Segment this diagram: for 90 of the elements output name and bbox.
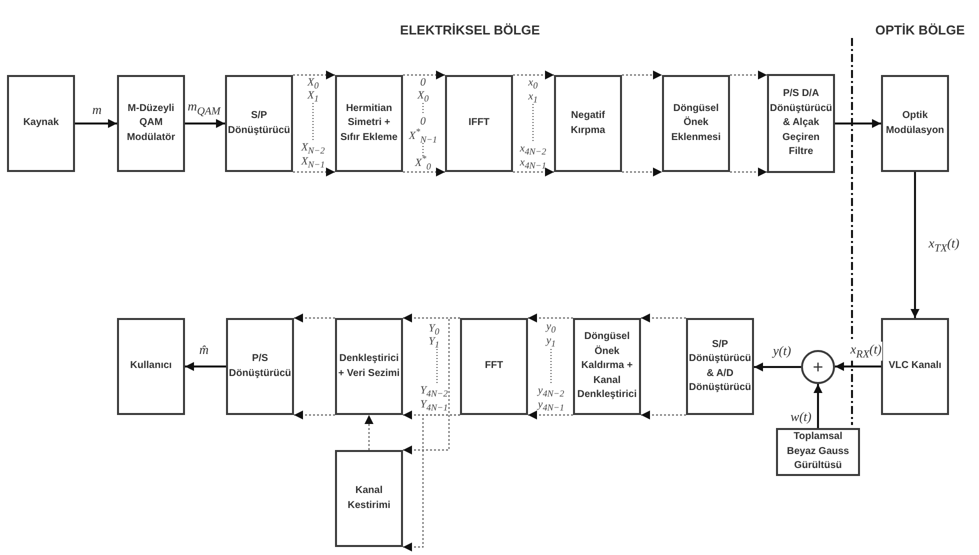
arrow bbox=[754, 362, 801, 372]
region-title: OPTİK BÖLGE bbox=[875, 24, 965, 36]
block-label: Optik Modülasyon bbox=[884, 109, 946, 138]
block-label: Kullanıcı bbox=[130, 359, 172, 374]
block-label: + bbox=[812, 358, 824, 376]
process-block bbox=[7, 75, 75, 172]
dotted-arrow bbox=[528, 314, 573, 322]
arrow bbox=[910, 172, 920, 318]
block-label: Döngüsel Önek Kaldırma + Kanal Denkleştirici bbox=[576, 330, 638, 402]
process-block bbox=[554, 75, 622, 172]
dotted-arrow bbox=[513, 168, 554, 176]
arrow bbox=[185, 362, 226, 371]
index-label: 0 bbox=[420, 116, 426, 128]
dotted-arrow bbox=[622, 70, 662, 80]
dotted-arrow bbox=[641, 410, 686, 420]
block-label: Toplamsal Beyaz Gauss Gürültüsü bbox=[786, 430, 850, 474]
index-label: y$_{4N−2}$ bbox=[538, 385, 564, 399]
dotted-arrow bbox=[293, 168, 335, 176]
process-block bbox=[335, 75, 403, 172]
process-block bbox=[881, 318, 949, 415]
index-label: y$_{0}$ bbox=[546, 321, 556, 335]
block-label: Kaynak bbox=[23, 116, 59, 130]
block-label: Hermitian Simetri + Sıfır Ekleme bbox=[339, 102, 399, 145]
region-title: ELEKTRİKSEL BÖLGE bbox=[400, 24, 540, 36]
process-block bbox=[226, 318, 294, 415]
index-label: Y$_{1}$ bbox=[428, 336, 440, 350]
dotted-arrow bbox=[403, 414, 460, 552]
dotted-arrow bbox=[364, 415, 374, 450]
dotted-arrow bbox=[294, 314, 335, 322]
arrow bbox=[835, 119, 881, 128]
block-label: Negatif Kırpma bbox=[570, 109, 606, 138]
index-label: Y$_{4N−1}$ bbox=[420, 399, 448, 413]
process-block bbox=[225, 75, 293, 172]
index-label: 0 bbox=[420, 78, 426, 88]
dotted-arrow bbox=[528, 410, 573, 420]
process-block bbox=[686, 318, 754, 415]
index-label: Y$_{4N−2}$ bbox=[420, 385, 448, 399]
index-label: x$_{4N−1}$ bbox=[520, 157, 546, 171]
block-label: Kanal Kestirimi bbox=[346, 484, 392, 512]
process-block bbox=[335, 450, 403, 547]
block-label: S/P Dönüştürücü bbox=[227, 109, 291, 138]
block-label: P/S D/A Dönüştürücü & Alçak Geçiren Filtre bbox=[769, 87, 833, 160]
block-label: IFFT bbox=[468, 116, 490, 130]
edge-label: w(t) bbox=[790, 409, 812, 425]
index-label: X$_{0}$ bbox=[307, 77, 319, 91]
index-label: X$_{N−1}$ bbox=[301, 156, 325, 170]
process-block bbox=[573, 318, 641, 415]
index-label: y$_{1}$ bbox=[546, 335, 556, 349]
dotted-arrow bbox=[641, 314, 686, 322]
arrow bbox=[814, 384, 822, 428]
block-label: VLC Kanalı bbox=[888, 359, 942, 374]
index-label: Y$_{0}$ bbox=[428, 323, 440, 337]
arrow bbox=[75, 119, 117, 128]
process-block bbox=[335, 318, 403, 415]
process-block bbox=[776, 428, 860, 476]
block-label: P/S Dönüştürücü bbox=[228, 352, 292, 380]
process-block bbox=[117, 318, 185, 415]
edge-label: x$_{RX}$(t) bbox=[849, 342, 883, 360]
index-label: x$_{1}$ bbox=[528, 91, 538, 105]
index-label: x$_{0}$ bbox=[528, 77, 538, 91]
dotted-arrow bbox=[622, 168, 662, 176]
dotted-arrow bbox=[513, 70, 554, 80]
process-block bbox=[881, 75, 949, 172]
arrow bbox=[835, 362, 881, 371]
dotted-arrow bbox=[730, 70, 767, 80]
block-label: Döngüsel Önek Eklenmesi bbox=[670, 102, 722, 145]
process-block bbox=[117, 75, 185, 172]
dotted-arrow bbox=[403, 317, 460, 454]
index-label: y$_{4N−1}$ bbox=[538, 399, 564, 413]
index-label: x$_{4N−2}$ bbox=[520, 143, 546, 157]
dotted-arrow bbox=[293, 70, 335, 80]
dotted-arrow bbox=[403, 70, 445, 80]
block-label: M-Düzeyli QAM Modülatör bbox=[126, 102, 176, 145]
process-block bbox=[445, 75, 513, 172]
block-label: FFT bbox=[484, 359, 504, 374]
edge-label: x$_{TX}$(t) bbox=[928, 236, 960, 254]
edge-label: y(t) bbox=[772, 343, 792, 359]
process-block bbox=[460, 318, 528, 415]
summing-junction bbox=[801, 350, 835, 384]
index-label: X$_{1}$ bbox=[307, 90, 319, 104]
index-label: X$_{0}$ bbox=[417, 90, 429, 104]
block-label: Denkleştirici + Veri Sezimi bbox=[337, 352, 401, 380]
block-label: S/P Dönüştürücü & A/D Dönüştürücü bbox=[688, 338, 752, 395]
process-block bbox=[767, 74, 835, 173]
arrow bbox=[185, 119, 225, 128]
dotted-arrow bbox=[730, 168, 767, 176]
dotted-arrow bbox=[403, 168, 445, 176]
process-block bbox=[662, 75, 730, 172]
dotted-arrow bbox=[294, 410, 335, 420]
index-label: X$_{N−2}$ bbox=[301, 142, 325, 156]
